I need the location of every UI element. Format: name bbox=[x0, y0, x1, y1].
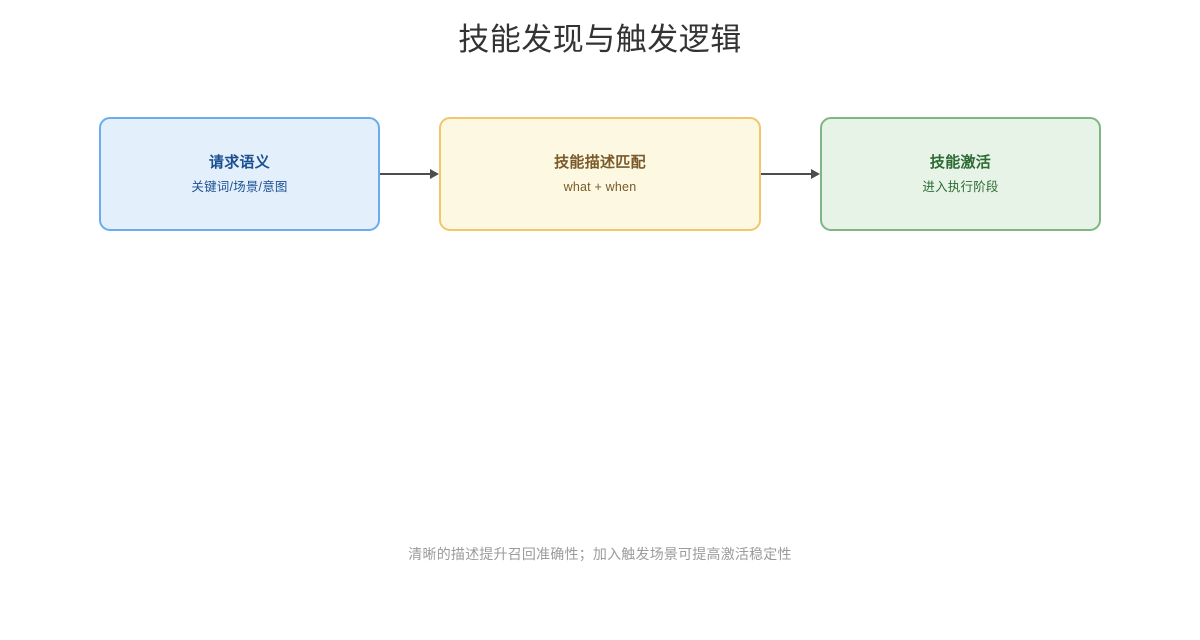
arrow-connector-2 bbox=[761, 167, 820, 181]
flow-node-title: 技能激活 bbox=[929, 153, 992, 171]
flow-node-title: 请求语义 bbox=[208, 153, 271, 171]
flow-node-skill-activation[interactable]: 技能激活 进入执行阶段 bbox=[820, 117, 1101, 231]
arrow-head-icon bbox=[430, 169, 439, 179]
arrow-head-icon bbox=[811, 169, 820, 179]
footer-note: 清晰的描述提升召回准确性；加入触发场景可提高激活稳定性 bbox=[408, 546, 792, 562]
arrow-line-icon bbox=[761, 173, 812, 175]
flow-node-skill-description-match[interactable]: 技能描述匹配 what + when bbox=[439, 117, 761, 231]
flow-chain: 请求语义 关键词/场景/意图 技能描述匹配 what + when 技能激活 进… bbox=[99, 117, 1101, 231]
arrow-connector-1 bbox=[380, 167, 439, 181]
flow-node-subtitle: 进入执行阶段 bbox=[922, 179, 999, 194]
arrow-line-icon bbox=[380, 173, 431, 175]
flow-node-request-semantics[interactable]: 请求语义 关键词/场景/意图 bbox=[99, 117, 380, 231]
flow-node-subtitle: what + when bbox=[563, 179, 637, 194]
flow-node-subtitle: 关键词/场景/意图 bbox=[191, 179, 288, 194]
flow-node-title: 技能描述匹配 bbox=[554, 153, 646, 171]
page-title: 技能发现与触发逻辑 bbox=[458, 22, 742, 57]
